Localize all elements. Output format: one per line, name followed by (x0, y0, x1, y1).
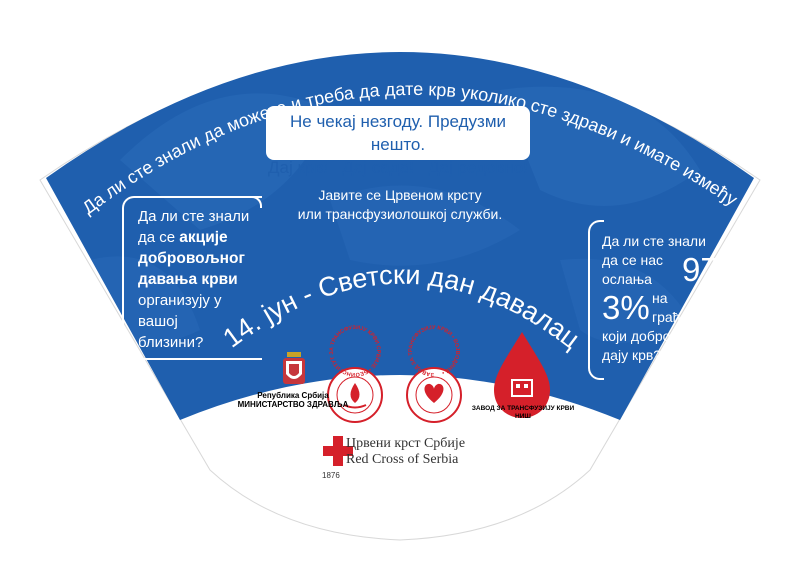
ministry-caption: Република Србија МИНИСТАРСТВО ЗДРАВЉА (228, 391, 358, 409)
left-fact-bold: добровољног (138, 250, 245, 267)
left-fact-line: Да ли сте знали (138, 208, 250, 225)
left-fact-bold: давања крви (138, 271, 238, 288)
slogan-line-2: Дај крв! Дај сада! Дај редовно! (268, 158, 528, 177)
right-fact-line: ослања (602, 271, 652, 287)
right-fact-line: дају крв? (602, 347, 662, 363)
slogan-box: Не чекај незгоду. Предузми нешто. Дај кр… (266, 106, 530, 177)
percent-3: 3% (602, 289, 650, 326)
nis-caption: ЗАВОД ЗА ТРАНСФУЗИЈУ КРВИ НИШ (470, 405, 576, 421)
left-fact-bold: акције (179, 229, 228, 246)
right-fact-row: да се нас ослања 97% (602, 251, 748, 289)
nis-caption-line-2: НИШ (515, 413, 531, 420)
red-cross-line-1: Црвени крст Србије (346, 436, 466, 451)
red-cross-year: 1876 (322, 471, 340, 480)
nis-caption-line-1: ЗАВОД ЗА ТРАНСФУЗИЈУ КРВИ (471, 405, 575, 412)
left-fact-line: да се акције (138, 227, 258, 248)
ministry-coat-of-arms-icon (283, 352, 305, 384)
left-fact-text: Да ли сте знали да се акције добровољног… (138, 206, 258, 353)
slogan-line-1: Не чекај незгоду. Предузми нешто. (289, 112, 507, 154)
left-fact-line: близини? (138, 334, 204, 351)
right-fact-line: грађана (652, 309, 704, 325)
right-fact-line: који добровољно (602, 328, 714, 344)
right-fact-line: Да ли сте знали (602, 233, 706, 249)
red-cross-icon (323, 436, 353, 466)
left-fact-line: вашој (138, 313, 178, 330)
right-fact-text: Да ли сте знали да се нас ослања 97% 3% … (602, 232, 748, 365)
nis-blood-drop-icon (494, 332, 550, 418)
red-cross-text: Црвени крст Србије Red Cross of Serbia (346, 436, 465, 468)
left-bracket (122, 196, 262, 360)
percent-97: 97% (682, 251, 749, 288)
right-fact-line: да се нас (602, 252, 664, 268)
ministry-caption-line-1: Република Србија (257, 391, 329, 400)
left-fact-line: давања крви (138, 269, 258, 290)
red-cross-line-2: Red Cross of Serbia (346, 452, 459, 467)
right-fact-line: на (652, 290, 668, 306)
contact-line-2: или трансфузиолошкој служби. (297, 206, 503, 222)
ministry-caption-line-2: МИНИСТАРСТВО ЗДРАВЉА (237, 400, 349, 409)
left-fact-line: добровољног (138, 248, 258, 269)
right-bracket (588, 220, 728, 380)
left-fact-box: Да ли сте знали да се акције добровољног… (122, 196, 262, 360)
right-fact-box: Да ли сте знали да се нас ослања 97% 3% … (588, 220, 748, 380)
left-fact-line: организују у (138, 292, 222, 309)
left-fact-fragment: да се (138, 229, 180, 246)
right-fact-row: 3% на грађана (602, 289, 732, 327)
contact-text: Јавите се Црвеном крсту или трансфузиоло… (270, 186, 530, 224)
contact-line-1: Јавите се Црвеном крсту (318, 187, 482, 203)
